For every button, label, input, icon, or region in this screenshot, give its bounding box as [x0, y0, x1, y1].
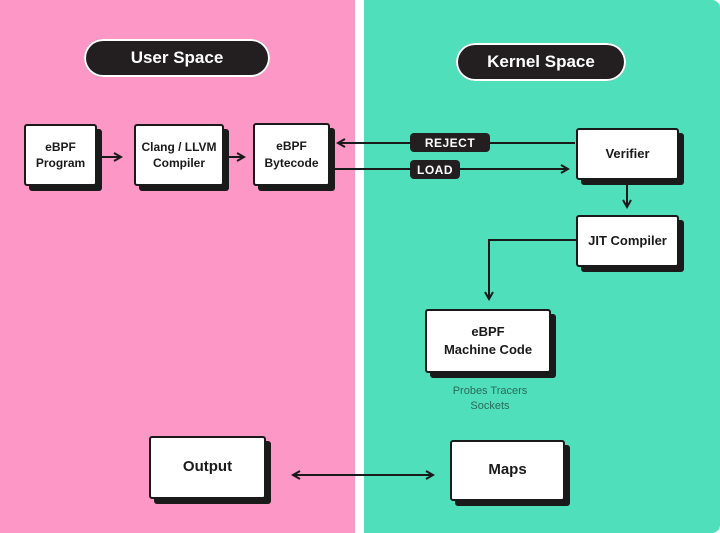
ebpf-program-node: eBPF Program	[24, 124, 97, 186]
jit-compiler-node: JIT Compiler	[576, 215, 679, 267]
probes-note: Probes Tracers Sockets	[430, 384, 550, 415]
machine-code-node: eBPF Machine Code	[425, 309, 551, 373]
probes-note-line1: Probes Tracers	[452, 385, 528, 397]
bytecode-node: eBPF Bytecode	[253, 123, 330, 186]
maps-node: Maps	[450, 440, 565, 501]
load-label: LOAD	[410, 160, 460, 179]
arrow-jit-to-machine-code	[489, 239, 576, 299]
output-node: Output	[149, 436, 266, 499]
kernel-space-title: Kernel Space	[456, 43, 626, 81]
user-space-title: User Space	[84, 39, 270, 77]
verifier-node: Verifier	[576, 128, 679, 180]
probes-note-line2: Sockets	[470, 400, 510, 413]
compiler-node: Clang / LLVM Compiler	[134, 124, 224, 186]
reject-label: REJECT	[410, 133, 490, 152]
